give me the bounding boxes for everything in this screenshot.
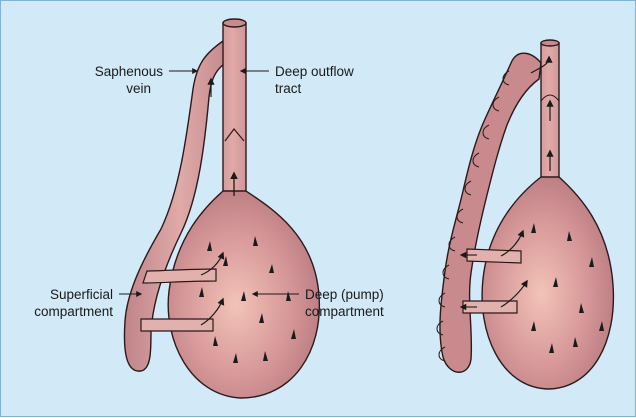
superficial-label: Superficial xyxy=(50,287,113,302)
deep-pump-label-2: compartment xyxy=(305,304,384,319)
deep-outflow-label-2: tract xyxy=(275,81,302,96)
deep-outflow-label: Deep outflow xyxy=(275,64,354,79)
varicose-figure xyxy=(437,40,613,389)
perforator-upper-right xyxy=(467,249,521,263)
perforator-upper xyxy=(143,269,216,283)
saphenous-label: Saphenous xyxy=(95,64,164,79)
saphenous-label-2: vein xyxy=(126,81,151,96)
perforator-lower xyxy=(141,319,213,331)
deep-pump-compartment-right xyxy=(482,177,613,389)
deep-pump-label: Deep (pump) xyxy=(305,287,384,302)
superficial-label-2: compartment xyxy=(34,304,113,319)
tube-opening xyxy=(223,19,246,27)
